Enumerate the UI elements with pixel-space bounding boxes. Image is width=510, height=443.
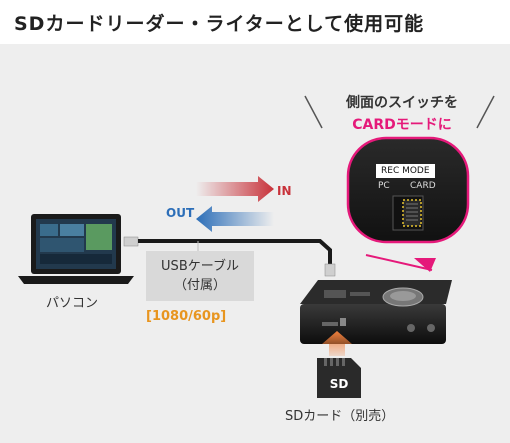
callout-slash-right xyxy=(476,95,495,129)
laptop-base xyxy=(18,276,134,284)
connection-diagram xyxy=(18,95,495,398)
pc-label: パソコン xyxy=(46,296,99,311)
in-label: IN xyxy=(277,184,292,198)
usb-plug-pc xyxy=(123,236,139,247)
device-front xyxy=(300,304,446,344)
usb-cable-label: USBケーブル （付属） xyxy=(146,251,254,301)
audio-jack-icon xyxy=(407,324,415,332)
usb-cable xyxy=(138,239,332,264)
sd-card-label: SDカード（別売） xyxy=(285,409,395,424)
device-top xyxy=(300,280,452,304)
page-title: SDカードリーダー・ライターとして使用可能 xyxy=(0,0,510,44)
usb-plug-device xyxy=(324,263,336,277)
callout-line-2: CARDモードに xyxy=(352,117,452,133)
sd-card-text: SD xyxy=(329,377,349,391)
switch-callout: 側面のスイッチを CARDモードに xyxy=(332,92,472,136)
sd-insert-arrow xyxy=(322,331,352,356)
usb-label-line-2: （付属） xyxy=(173,278,226,293)
sd-card-icon xyxy=(317,358,361,398)
out-label: OUT xyxy=(166,206,195,220)
callout-line-1: 側面のスイッチを xyxy=(346,95,458,111)
switch-pc-label: PC xyxy=(378,181,390,191)
zoom-connector xyxy=(365,254,433,271)
rec-mode-label: REC MODE xyxy=(376,164,435,178)
audio-jack-icon-2 xyxy=(427,324,435,332)
in-arrow xyxy=(196,176,274,202)
callout-slash-left xyxy=(304,95,323,129)
switch-card-label: CARD xyxy=(410,181,436,191)
switch-grip xyxy=(406,203,418,221)
out-arrow xyxy=(196,206,274,232)
zoom-pointer xyxy=(414,258,436,272)
usb-spec-label: [1080/60p] xyxy=(146,309,227,324)
sd-slot xyxy=(322,322,338,326)
usb-label-line-1: USBケーブル xyxy=(161,259,239,274)
